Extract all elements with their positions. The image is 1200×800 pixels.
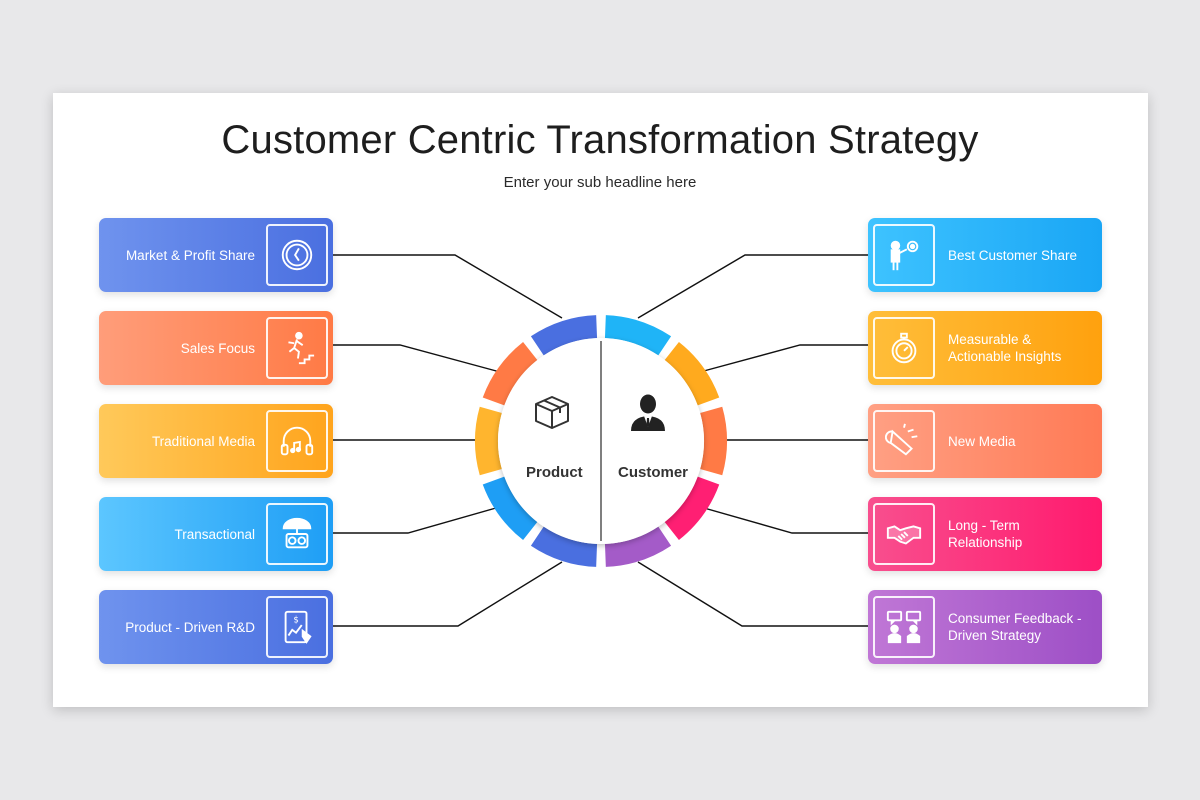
card-new-media[interactable]: New Media: [868, 404, 1102, 478]
card-traditional-media[interactable]: Traditional Media: [99, 404, 333, 478]
feedback-chat-icon: [873, 596, 935, 658]
connector-left-4: [333, 507, 497, 534]
climbing-stairs-icon: [266, 317, 328, 379]
card-label: Product - Driven R&D: [125, 619, 255, 635]
card-label: New Media: [948, 433, 1016, 449]
center-label-product: Product: [526, 464, 583, 481]
ring-segment: [700, 406, 727, 476]
ring-segments: [475, 315, 727, 567]
card-sales-focus[interactable]: Sales Focus: [99, 311, 333, 385]
center-label-customer: Customer: [618, 464, 689, 481]
connector-right-2: [699, 344, 868, 373]
card-consumer-feedback[interactable]: Consumer Feedback - Driven Strategy: [868, 590, 1102, 664]
card-label: Market & Profit Share: [125, 247, 255, 263]
ring-segment: [482, 476, 538, 541]
megaphone-icon: [873, 410, 935, 472]
handshake-icon: [873, 503, 935, 565]
tablet-chart-icon: $: [266, 596, 328, 658]
ring-segment: [530, 315, 598, 356]
connector-right-1: [637, 254, 868, 319]
card-transactional[interactable]: Transactional: [99, 497, 333, 571]
center-ring-diagram: [475, 315, 727, 567]
page-subtitle: Enter your sub headline here: [503, 174, 697, 191]
card-best-customer-share[interactable]: Best Customer Share: [868, 218, 1102, 292]
ring-segment: [482, 341, 538, 406]
svg-text:$: $: [293, 615, 298, 625]
connector-right-5: [637, 561, 868, 627]
stopwatch-icon: [873, 317, 935, 379]
card-label: Traditional Media: [151, 433, 255, 449]
card-market-profit-share[interactable]: Market & Profit Share: [99, 218, 333, 292]
ring-segment: [664, 341, 720, 406]
businessman-icon: [631, 394, 665, 431]
ring-segment: [604, 315, 672, 356]
card-label: Long - Term Relationship: [948, 518, 1023, 550]
box-icon: [535, 396, 569, 429]
ring-segment: [664, 476, 720, 541]
headphones-icon: [266, 410, 328, 472]
ring-segment: [604, 526, 672, 567]
card-label: Measurable & Actionable Insights: [948, 332, 1062, 364]
clock-icon: [266, 224, 328, 286]
card-product-driven-rd[interactable]: Product - Driven R&D $: [99, 590, 333, 664]
money-umbrella-icon: [266, 503, 328, 565]
card-label: Transactional: [174, 526, 255, 542]
card-label: Best Customer Share: [948, 247, 1078, 263]
card-label: Consumer Feedback - Driven Strategy: [948, 611, 1082, 643]
ring-segment: [475, 406, 502, 476]
card-measurable-insights[interactable]: Measurable & Actionable Insights: [868, 311, 1102, 385]
ring-segment: [530, 526, 598, 567]
presenter-gear-icon: [873, 224, 935, 286]
page-title: Customer Centric Transformation Strategy: [221, 118, 979, 162]
connector-left-1: [333, 254, 563, 319]
card-label: Sales Focus: [180, 340, 255, 356]
connector-right-4: [703, 507, 868, 534]
connector-left-2: [333, 344, 501, 373]
connector-left-5: [333, 561, 563, 627]
card-long-term-relationship[interactable]: Long - Term Relationship: [868, 497, 1102, 571]
